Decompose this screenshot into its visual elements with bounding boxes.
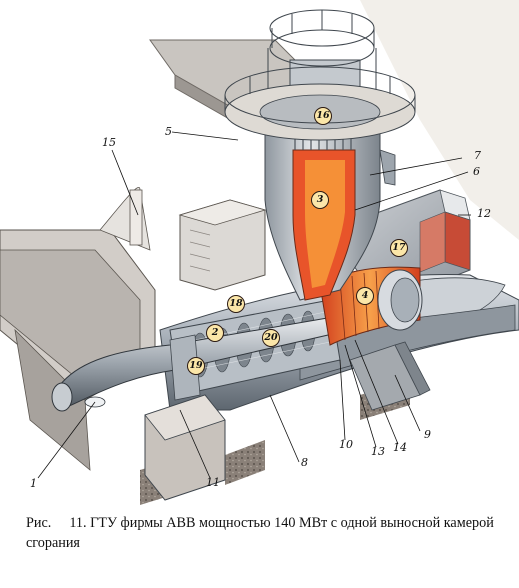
callout-11: 11 <box>206 476 220 489</box>
turbine-section <box>319 266 423 346</box>
circled-label-4: 4 <box>356 287 374 305</box>
inlet-bearing-housing <box>169 334 201 401</box>
filter-house <box>178 199 267 291</box>
callout-14: 14 <box>393 441 407 454</box>
intake-box <box>144 394 226 501</box>
callout-8: 8 <box>301 456 308 469</box>
circled-label-18: 18 <box>227 295 245 313</box>
circled-label-19: 19 <box>187 357 205 375</box>
circled-label-3: 3 <box>311 191 329 209</box>
circled-label-17: 17 <box>390 239 408 257</box>
callout-9: 9 <box>424 428 431 441</box>
support-stand <box>349 341 431 411</box>
figure-caption: Рис.11. ГТУ фирмы ABB мощностью 140 МВт … <box>26 513 496 553</box>
callout-1: 1 <box>30 477 37 490</box>
background-texture <box>360 0 519 240</box>
circled-label-16: 16 <box>314 107 332 125</box>
callout-6: 6 <box>473 165 480 178</box>
callout-10: 10 <box>339 438 353 451</box>
callout-5: 5 <box>165 125 172 138</box>
circled-label-2: 2 <box>206 324 224 342</box>
circled-label-20: 20 <box>262 329 280 347</box>
leader-lines <box>37 131 471 479</box>
callout-13: 13 <box>371 445 385 458</box>
callout-7: 7 <box>474 149 481 162</box>
caption-text: 11. ГТУ фирмы ABB мощностью 140 МВт с од… <box>26 515 494 551</box>
caption-prefix: Рис. <box>26 515 52 531</box>
turbine-cutaway-illustration <box>0 0 519 505</box>
callout-12: 12 <box>477 207 491 220</box>
callout-15: 15 <box>102 136 116 149</box>
air-inlet-plenum <box>0 187 156 471</box>
